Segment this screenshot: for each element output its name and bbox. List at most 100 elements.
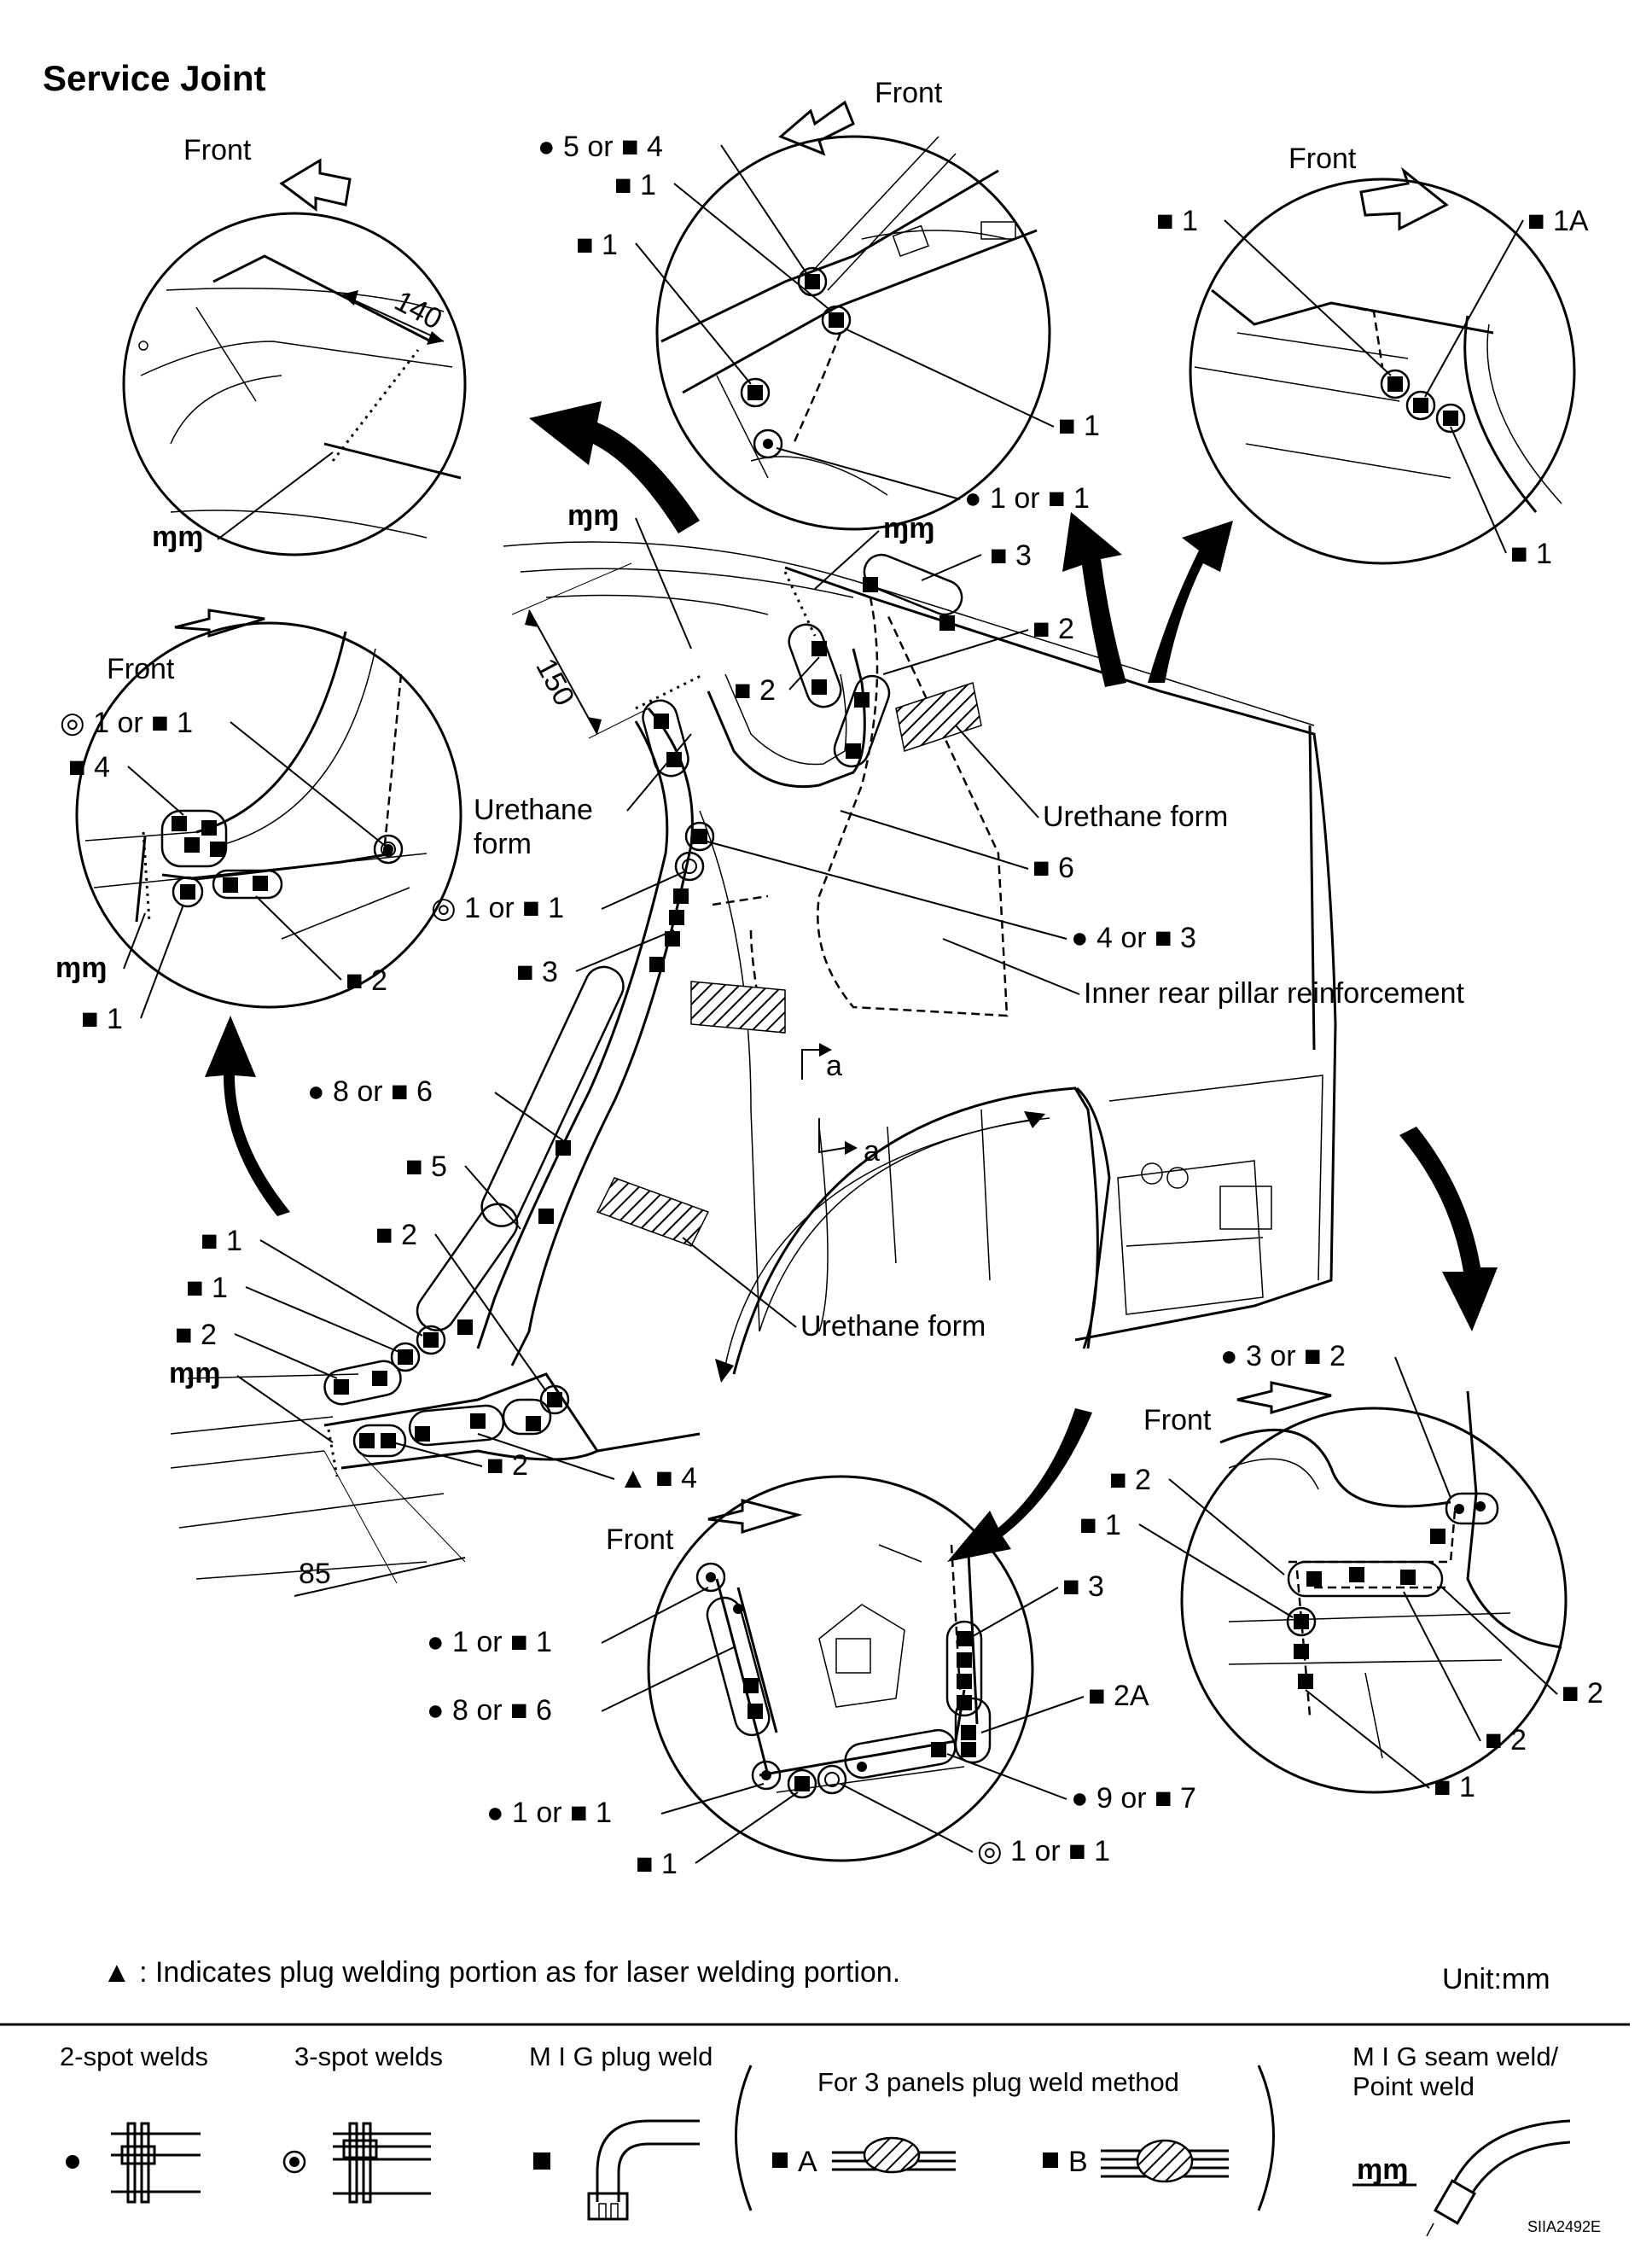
- two-spot-weld-icon: [111, 2122, 201, 2204]
- callout-1or1: ● 1 or ■ 1: [964, 482, 1090, 515]
- diagram-title: Service Joint: [43, 58, 265, 98]
- callout-3: ■ 3: [990, 539, 1032, 572]
- callout-1: ■ 1: [1510, 538, 1552, 570]
- callout-tri4: ▲ ■ 4: [619, 1462, 697, 1494]
- callout-1: ■ 1: [1434, 1771, 1475, 1803]
- urethane-form-label: Urethane: [474, 794, 593, 826]
- urethane-form-label: Urethane form: [800, 1310, 986, 1343]
- callout-9or7: ● 9 or ■ 7: [1071, 1782, 1196, 1815]
- callout-4: ■ 4: [68, 751, 110, 783]
- front-label: Front: [107, 653, 175, 685]
- callout-4or3: ● 4 or ■ 3: [1071, 922, 1196, 954]
- legend: 2-spot welds 3-spot welds M I G plug wel…: [60, 2042, 1571, 2237]
- front-label: Front: [1143, 1404, 1212, 1436]
- callout-1or1: ● 1 or ■ 1: [486, 1797, 612, 1829]
- callout-2: ■ 2: [1109, 1464, 1151, 1496]
- mig-seam-symbol-icon: ɱɱ: [55, 952, 107, 984]
- callout-1: ■ 1: [201, 1225, 242, 1257]
- callout-1or1: ● 1 or ■ 1: [427, 1626, 552, 1658]
- method-b-label: B: [1068, 2146, 1088, 2178]
- legend-point-weld: Point weld: [1352, 2071, 1475, 2101]
- detail-middle-left: Front ◎ 1 or ■ 1 ■ 4 ■ 2 ■ 1 ɱɱ: [55, 609, 462, 1035]
- front-arrow-icon: [1236, 1381, 1332, 1414]
- callout-2: ■ 2: [734, 674, 776, 707]
- callout-5: ■ 5: [405, 1150, 447, 1183]
- main-callouts: ɱɱ ɱɱ 150 ■ 3 ■ 2 ■ 2 Urethane form Uret…: [169, 499, 1465, 1590]
- legend-mig-seam-weld: M I G seam weld/: [1352, 2042, 1559, 2071]
- front-arrow-icon: [778, 100, 855, 156]
- plug-weld-method-a-icon: [832, 2136, 956, 2174]
- detail-bottom-center: Front ● 1 or ■ 1 ● 8 or ■ 6 ■ 3 ■ 2A ● 9…: [427, 1475, 1196, 1880]
- mig-seam-torch-icon: [1426, 2119, 1571, 2237]
- callout-1or1: ◎ 1 or ■ 1: [977, 1835, 1110, 1867]
- mig-seam-symbol-icon: ɱɱ: [152, 521, 203, 553]
- front-arrow-icon: [279, 158, 352, 212]
- callout-2: ■ 2: [175, 1319, 217, 1351]
- callout-2: ■ 2: [375, 1219, 417, 1251]
- spot-weld-dot-icon: [289, 2157, 300, 2167]
- front-label: Front: [875, 77, 943, 109]
- callout-2: ■ 2: [1032, 613, 1074, 645]
- legend-2-spot-welds: 2-spot welds: [60, 2042, 208, 2071]
- seam-symbol-icon: ɱɱ: [567, 499, 619, 532]
- callout-2A: ■ 2A: [1088, 1680, 1149, 1712]
- method-a-label: A: [798, 2146, 817, 2178]
- seam-symbol-icon: ɱɱ: [169, 1357, 220, 1389]
- urethane-form-label: Urethane form: [1043, 801, 1228, 833]
- dim-85: 85: [299, 1558, 331, 1590]
- callout-2: ■ 2: [1485, 1724, 1527, 1756]
- urethane-form-label: form: [474, 828, 532, 860]
- callout-5or4: ● 5 or ■ 4: [538, 131, 663, 163]
- mig-plug-square-icon: [772, 2152, 788, 2168]
- front-label: Front: [1288, 143, 1357, 175]
- mig-plug-torch-icon: [587, 2119, 700, 2221]
- mig-seam-symbol-icon: ɱɱ: [1357, 2153, 1408, 2186]
- callout-1: ■ 1: [576, 229, 618, 261]
- callout-1: ■ 1: [81, 1003, 123, 1035]
- callout-3or2: ● 3 or ■ 2: [1220, 1340, 1346, 1372]
- figure-id: SIIA2492E: [1527, 2218, 1601, 2235]
- seam-weld-chain: [331, 349, 420, 462]
- detail-bottom-right: Front ● 3 or ■ 2 ■ 2 ■ 1 ■ 2 ■ 2 ■ 1: [1079, 1340, 1603, 1803]
- mig-plug-square-icon: [533, 2152, 550, 2170]
- pointer-arrows: [205, 401, 1498, 1562]
- section-a-label: a: [826, 1050, 842, 1082]
- seam-symbol-icon: ɱɱ: [883, 512, 934, 545]
- callout-2: ■ 2: [346, 964, 387, 997]
- front-label: Front: [183, 134, 252, 166]
- callout-1A: ■ 1A: [1527, 205, 1589, 237]
- main-body-drawing: [170, 541, 1337, 1597]
- callout-1or1: ◎ 1 or ■ 1: [431, 892, 564, 924]
- callout-1: ■ 1: [1058, 410, 1100, 442]
- front-label: Front: [606, 1523, 674, 1556]
- callout-8or6: ● 8 or ■ 6: [427, 1694, 552, 1727]
- inner-rear-pillar-label: Inner rear pillar reinforcement: [1084, 977, 1465, 1010]
- callout-1: ■ 1: [1156, 205, 1198, 237]
- callout-6: ■ 6: [1032, 852, 1074, 884]
- detail-top-center: Front ● 5 or ■ 4 ■ 1 ■ 1 ■ 1 ● 1 or ■ 1: [538, 77, 1100, 531]
- callout-1: ■ 1: [614, 169, 656, 201]
- callout-2: ■ 2: [486, 1449, 528, 1482]
- legend-3-spot-welds: 3-spot welds: [294, 2042, 443, 2071]
- callout-1: ■ 1: [636, 1848, 678, 1880]
- detail-top-right: Front ■ 1 ■ 1A ■ 1: [1156, 143, 1589, 570]
- front-arrow-icon: [707, 1499, 803, 1535]
- unit-label: Unit:mm: [1442, 1963, 1550, 1995]
- callout-1: ■ 1: [1079, 1509, 1121, 1541]
- spot-weld-dot-icon: [66, 2155, 79, 2169]
- callout-8or6: ● 8 or ■ 6: [307, 1075, 433, 1108]
- detail-top-left: 140 Front ɱɱ: [122, 134, 467, 556]
- callout-3: ■ 3: [1062, 1570, 1104, 1603]
- front-arrow-icon: [174, 609, 265, 638]
- three-spot-weld-icon: [333, 2122, 431, 2204]
- legend-mig-plug-weld: M I G plug weld: [529, 2042, 713, 2071]
- callout-1or1: ◎ 1 or ■ 1: [60, 707, 193, 739]
- section-a-label: a: [864, 1135, 880, 1168]
- callout-3: ■ 3: [516, 956, 558, 988]
- callout-2: ■ 2: [1562, 1677, 1603, 1710]
- mig-plug-square-icon: [1043, 2152, 1058, 2168]
- callout-1: ■ 1: [186, 1272, 228, 1304]
- front-arrow-icon: [1359, 166, 1449, 231]
- dim-150: 150: [529, 653, 580, 711]
